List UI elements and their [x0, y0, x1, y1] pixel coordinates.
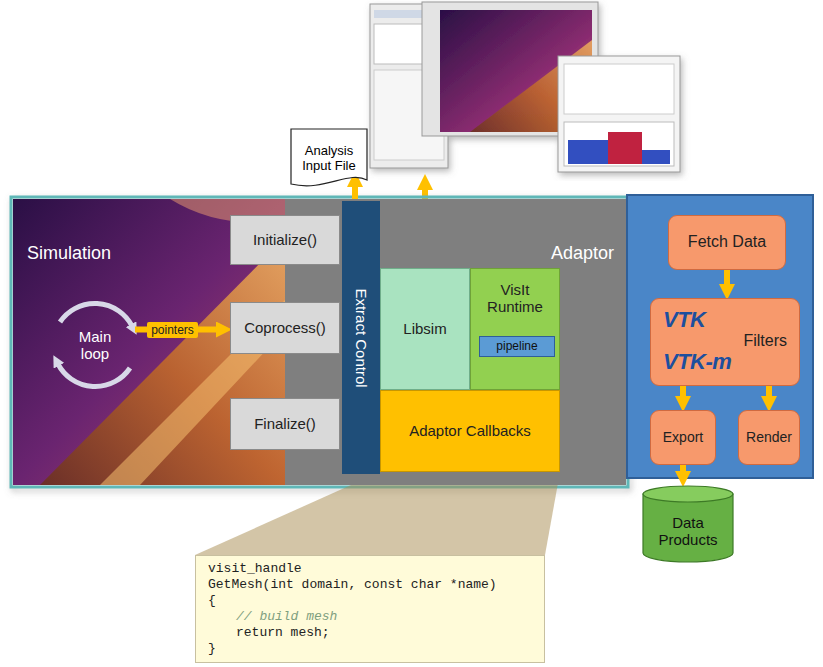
- plot-bars: [608, 132, 642, 164]
- flow-arrow: [766, 386, 772, 396]
- data-store-cylinder: Data Products: [642, 485, 734, 563]
- code-line: return mesh;: [208, 625, 330, 641]
- plot-bars: [568, 140, 608, 164]
- simulation-frame: [11, 197, 628, 487]
- node-label: Adaptor Callbacks: [409, 422, 531, 439]
- node-label: Analysis Input File: [294, 144, 364, 174]
- flow-arrow: [680, 465, 686, 471]
- node-label: pipeline: [496, 340, 537, 354]
- edge-label: pointers: [147, 322, 198, 338]
- process-box: Export: [650, 410, 716, 465]
- libsim-box: Libsim: [380, 268, 470, 390]
- adaptor-callbacks-box: Adaptor Callbacks: [380, 390, 560, 472]
- visit-gui-screenshot: [370, 2, 680, 172]
- pipeline-panel: [627, 195, 813, 478]
- api-call-box: Coprocess(): [230, 302, 340, 354]
- node-label: Main loop: [70, 328, 120, 363]
- flow-arrow: [724, 270, 730, 284]
- process-box: Render: [738, 410, 800, 465]
- loop-arrow: [58, 364, 130, 386]
- node-label: Adaptor: [551, 243, 614, 264]
- node-label: Data Products: [653, 514, 723, 549]
- flow-arrow: [680, 386, 686, 396]
- pipeline-box: pipeline: [479, 336, 555, 357]
- code-line: // build mesh: [208, 609, 337, 625]
- filters-box: VTK VTK-m Filters: [650, 298, 800, 386]
- node-label: Fetch Data: [688, 233, 766, 251]
- vtk-logo: VTK: [663, 307, 706, 332]
- plot-bars: [642, 150, 670, 164]
- code-line: visit_handle: [208, 561, 302, 577]
- api-call-box: Initialize(): [230, 215, 340, 265]
- code-line: GetMesh(int domain, const char *name): [208, 577, 497, 593]
- code-line: }: [208, 641, 216, 657]
- plot-window-form: [564, 64, 674, 114]
- node-label: Render: [746, 429, 792, 445]
- node-label: Finalize(): [254, 415, 316, 432]
- cylinder-body: [643, 494, 733, 562]
- vtk-logo: VTK-m: [663, 349, 731, 374]
- node-label: Libsim: [403, 320, 446, 337]
- document-outline: [291, 129, 367, 186]
- api-call-box: Finalize(): [230, 398, 340, 450]
- node-label: Simulation: [27, 243, 111, 264]
- cylinder-top: [643, 486, 733, 502]
- visit-runtime-box: pipeline VisIt Runtime: [470, 268, 560, 390]
- node-label: Extract Control: [352, 288, 369, 387]
- plot-area: [564, 122, 674, 166]
- code-line: {: [208, 593, 216, 609]
- main-loop-circle: Main loop: [55, 305, 135, 385]
- plot-window: [558, 56, 680, 172]
- adaptor-region: Initialize()Coprocess()Finalize()Extract…: [285, 199, 626, 485]
- code-snippet-box: visit_handleGetMesh(int domain, const ch…: [195, 555, 545, 663]
- node-label: VisIt Runtime: [475, 281, 555, 316]
- loop-arrow: [60, 304, 132, 326]
- filters-label: Filters: [743, 332, 787, 350]
- input-file-document: Analysis Input File: [290, 128, 368, 200]
- node-label: Coprocess(): [244, 319, 326, 336]
- process-box: Fetch Data: [668, 215, 786, 270]
- node-label: Export: [663, 429, 703, 445]
- extract-control-bar: Extract Control: [342, 201, 380, 474]
- node-label: Initialize(): [253, 231, 317, 248]
